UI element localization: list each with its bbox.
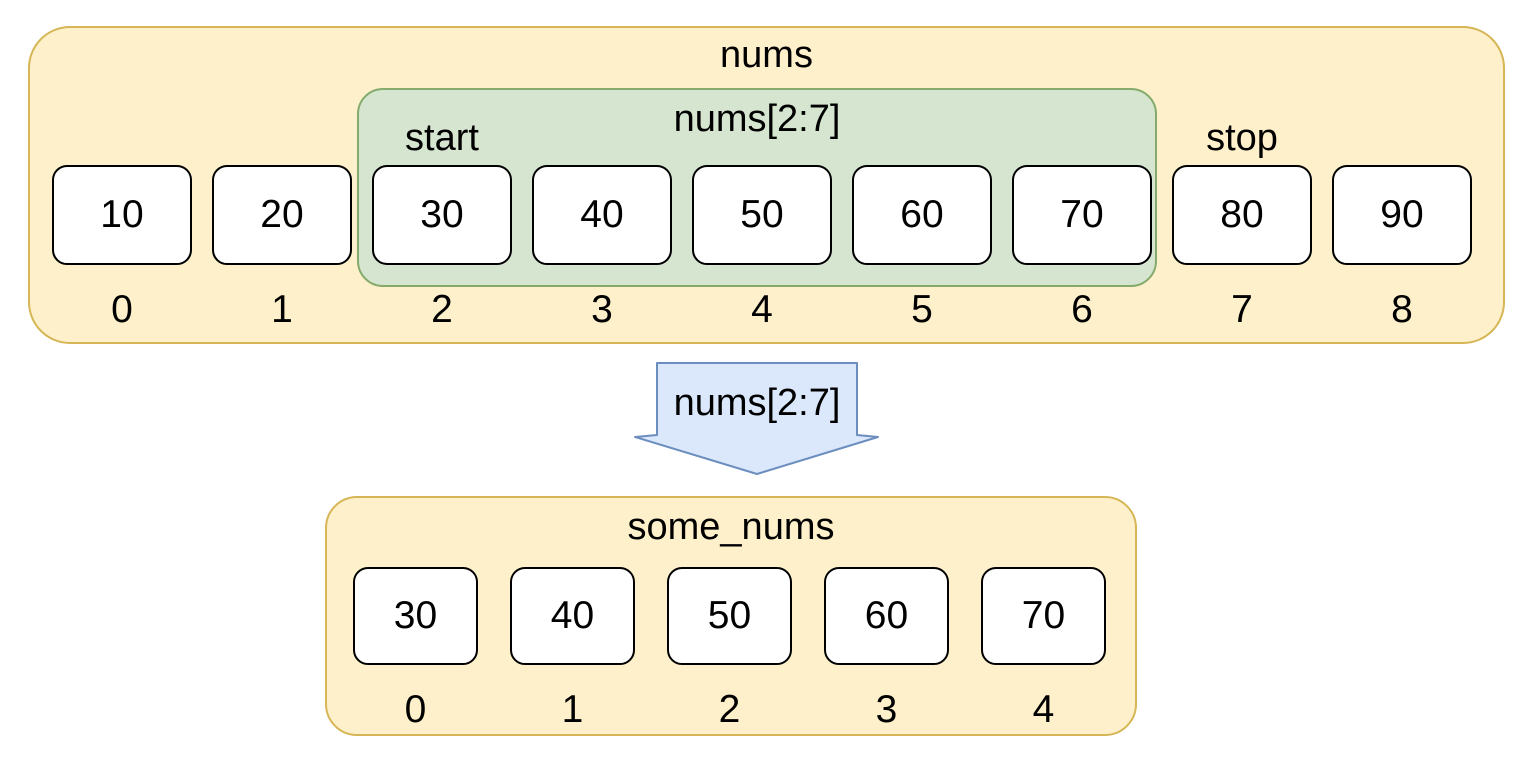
index-label: 0 (111, 288, 133, 331)
array-cell: 80 (1172, 165, 1312, 265)
down-arrow-icon (634, 362, 879, 475)
slice-start-label: start (405, 117, 479, 159)
array-cell: 30 (372, 165, 512, 265)
index-label: 4 (751, 288, 773, 331)
index-label: 1 (271, 288, 293, 331)
index-label: 3 (875, 688, 898, 731)
slice-stop-label: stop (1206, 117, 1278, 159)
index-label: 0 (404, 688, 427, 731)
index-label: 8 (1391, 288, 1413, 331)
index-label: 3 (591, 288, 613, 331)
index-label: 1 (561, 688, 584, 731)
array-cell: 50 (667, 567, 792, 665)
index-label: 4 (1032, 688, 1055, 731)
array-cell: 70 (1012, 165, 1152, 265)
index-label: 5 (911, 288, 933, 331)
index-label: 6 (1071, 288, 1093, 331)
some-nums-array-title: some_nums (627, 506, 835, 548)
nums-array-title: nums (720, 34, 813, 76)
array-cell: 60 (852, 165, 992, 265)
slice-region-label: nums[2:7] (673, 98, 841, 140)
index-label: 2 (718, 688, 741, 731)
index-label: 2 (431, 288, 453, 331)
array-cell: 40 (510, 567, 635, 665)
array-cell: 40 (532, 165, 672, 265)
array-cell: 50 (692, 165, 832, 265)
array-cell: 20 (212, 165, 352, 265)
array-cell: 90 (1332, 165, 1472, 265)
array-cell: 10 (52, 165, 192, 265)
some-nums-array-container: some_nums 30 0 40 1 50 2 60 3 70 4 (325, 496, 1137, 736)
arrow-slice-label: nums[2:7] (673, 381, 841, 424)
array-cell: 30 (353, 567, 478, 665)
array-cell: 70 (981, 567, 1106, 665)
array-cell: 60 (824, 567, 949, 665)
index-label: 7 (1231, 288, 1253, 331)
nums-array-container: nums nums[2:7] start stop 10 0 20 1 30 2 40 3 50… (28, 26, 1505, 344)
